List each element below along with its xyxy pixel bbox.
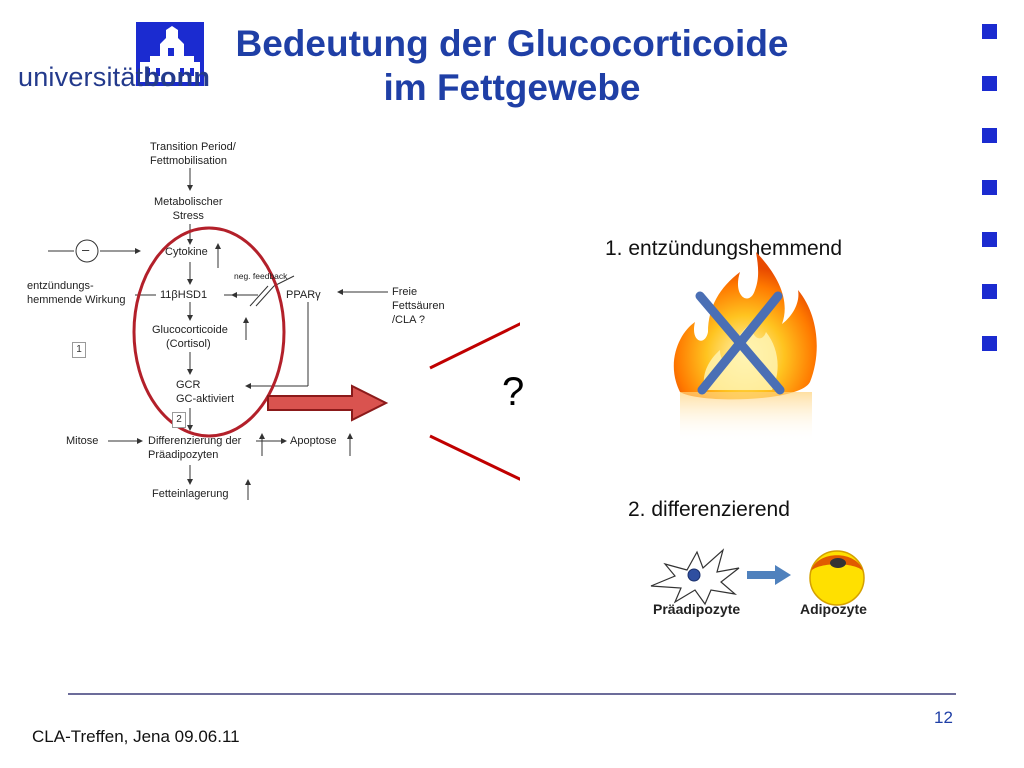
node-gcr-line2: GC-aktiviert <box>176 393 235 405</box>
feedback-mark <box>249 285 269 307</box>
node-transition: Transition Period/ Fettmobilisation <box>150 140 236 168</box>
node-diff-line2: Präadipozyten <box>148 449 219 461</box>
title-line-1: Bedeutung der Glucocorticoide <box>235 23 789 64</box>
fire-icon <box>673 252 817 442</box>
highlight-ellipse <box>132 226 286 438</box>
arrow-shaft <box>747 571 775 579</box>
fire-reflection <box>680 392 812 442</box>
fire-core <box>703 322 778 390</box>
cell-differentiation-illustration <box>650 548 865 606</box>
node-diff-line1: Differenzierung der <box>148 435 242 447</box>
label-neg-feedback: neg. feedback <box>234 271 288 281</box>
feedback-mark <box>255 285 275 307</box>
node-freie-line2: Fettsäuren <box>392 300 445 312</box>
node-differenzierung: Differenzierung der Präadipozyten <box>148 434 241 462</box>
adipocyte-nucleus-icon <box>830 558 846 568</box>
node-11bhsd1: 11βHSD1 <box>160 289 208 301</box>
footer-text: CLA-Treffen, Jena 09.06.11 <box>32 727 240 746</box>
node-freie-line1: Freie <box>392 286 418 298</box>
decorative-squares <box>982 24 997 388</box>
node-gcr-line1: GCR <box>176 379 201 391</box>
square-bullet <box>982 24 997 39</box>
square-bullet <box>982 336 997 351</box>
connector-line <box>273 275 295 287</box>
node-ppar: PPARγ <box>286 289 321 301</box>
node-stress-line2: Stress <box>172 210 204 222</box>
question-mark: ? <box>502 370 525 414</box>
square-bullet <box>982 128 997 143</box>
logo-text-part1: universität <box>18 62 144 92</box>
node-freie-line3: /CLA ? <box>392 314 426 326</box>
label-praeadipozyte: Präadipozyte <box>653 601 741 617</box>
node-fetteinlagerung: Fetteinlagerung <box>152 488 229 500</box>
label-entzuendungshemmend: 1. entzündungshemmend <box>605 237 842 260</box>
node-apoptose: Apoptose <box>290 435 337 447</box>
node-glucocorticoide: Glucocorticoide (Cortisol) <box>152 323 228 351</box>
label-adipozyte: Adipozyte <box>800 601 867 617</box>
logo-text-part2: bonn <box>143 62 211 92</box>
node-stress: Metabolischer Stress <box>154 195 222 223</box>
red-arrow-up <box>429 322 520 370</box>
minus-sign: – <box>82 242 90 257</box>
flowchart-connectors <box>48 168 520 500</box>
node-gluco-line2: (Cortisol) <box>166 338 211 350</box>
node-mitose: Mitose <box>66 435 99 447</box>
cross-line <box>697 291 783 395</box>
step-box-1: 1 <box>72 342 86 358</box>
square-bullet <box>982 180 997 195</box>
node-transition-line2: Fettmobilisation <box>150 155 228 167</box>
square-bullet <box>982 76 997 91</box>
square-bullet <box>982 232 997 247</box>
node-freie-fettsaeuren: Freie Fettsäuren /CLA ? <box>392 285 445 327</box>
slide-title: Bedeutung der Glucocorticoide im Fettgew… <box>0 22 1024 110</box>
preadipocyte-nucleus-icon <box>687 568 701 582</box>
page-number: 12 <box>934 708 953 727</box>
footer-divider <box>68 693 956 695</box>
university-building-logo-icon <box>136 22 204 86</box>
square-bullet <box>982 284 997 299</box>
title-line-2: im Fettgewebe <box>383 67 641 108</box>
node-cytokine: Cytokine <box>165 246 208 258</box>
minus-circle <box>75 239 99 263</box>
node-gcr: GCR GC-aktiviert <box>176 378 234 406</box>
label-differenzierend: 2. differenzierend <box>628 498 790 521</box>
node-antiinflammatory-line1: entzündungs- <box>27 280 94 292</box>
node-stress-line1: Metabolischer <box>154 196 223 208</box>
node-antiinflammatory: entzündungs- hemmende Wirkung <box>27 279 125 307</box>
block-arrow-right <box>267 384 389 422</box>
node-transition-line1: Transition Period/ <box>150 141 236 153</box>
node-antiinflammatory-line2: hemmende Wirkung <box>27 294 126 306</box>
arrow-head-icon <box>775 565 791 585</box>
university-logo-text: universitätbonn <box>18 62 210 93</box>
red-arrow-down <box>429 434 520 481</box>
step-box-2: 2 <box>172 412 186 428</box>
node-gluco-line1: Glucocorticoide <box>152 324 228 336</box>
